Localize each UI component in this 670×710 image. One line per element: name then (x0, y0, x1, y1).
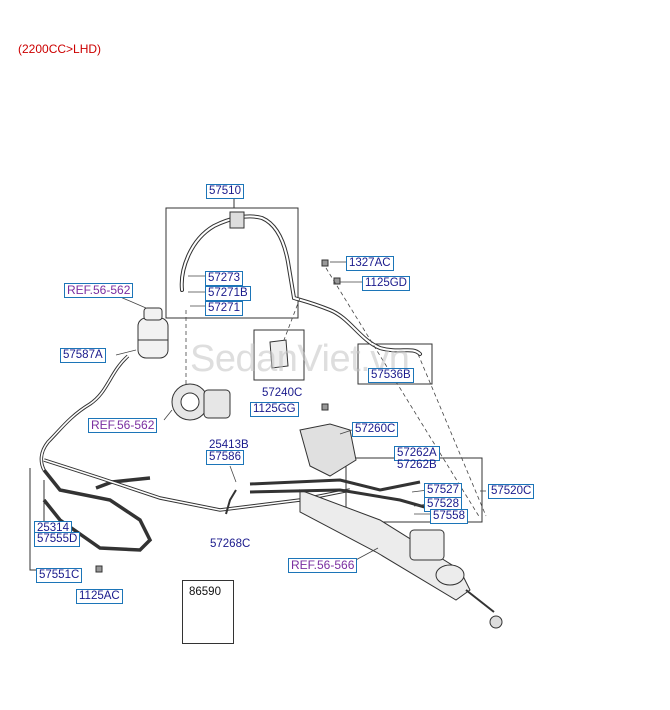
variant-label: (2200CC>LHD) (18, 42, 102, 56)
ref-56-566[interactable]: REF.56-566 (288, 558, 358, 573)
part-57586-label[interactable]: 57586 (206, 450, 244, 465)
part-57271b-label[interactable]: 57271B (205, 286, 251, 301)
hose-collar (229, 211, 245, 229)
ref-56-562-bottom[interactable]: REF.56-562 (88, 418, 158, 433)
tube-group-frame (357, 343, 433, 385)
heat-shield (299, 423, 357, 477)
part-57510-label[interactable]: 57510 (206, 184, 244, 199)
part-1125gg-label[interactable]: 1125GG (250, 402, 299, 417)
steering-pump (171, 383, 231, 421)
ref-56-562-top[interactable]: REF.56-562 (64, 283, 134, 298)
bracket-group-frame (253, 329, 305, 381)
part-57262b-label[interactable]: 57262B (397, 459, 437, 471)
part-1327ac-label[interactable]: 1327AC (346, 256, 394, 271)
part-57528-label[interactable]: 57528 (424, 497, 462, 512)
part-57558-label[interactable]: 57558 (430, 509, 468, 524)
part-57520c-label[interactable]: 57520C (488, 484, 535, 499)
part-57240c-label[interactable]: 57240C (262, 387, 303, 399)
part-57268c-label[interactable]: 57268C (210, 538, 251, 550)
part-57536b-label[interactable]: 57536B (368, 368, 414, 383)
part-1125ac-label[interactable]: 1125AC (76, 589, 123, 604)
part-1125gd-label[interactable]: 1125GD (362, 276, 410, 291)
part-57527-label[interactable]: 57527 (424, 483, 462, 498)
steering-gear (299, 489, 471, 601)
part-57273-label[interactable]: 57273 (205, 271, 243, 286)
part-57555d-label[interactable]: 57555D (34, 532, 81, 547)
part-57262a-label[interactable]: 57262A (394, 446, 440, 461)
part-86590-box: 86590 (182, 580, 234, 644)
part-86590-label[interactable]: 86590 (189, 586, 221, 598)
part-57551c-label[interactable]: 57551C (36, 568, 83, 583)
hose-group-frame (165, 207, 299, 319)
reservoir (137, 307, 169, 359)
gear-tubes (249, 478, 429, 510)
part-25413b-label[interactable]: 25413B (209, 439, 249, 451)
part-57587a-label[interactable]: 57587A (60, 348, 106, 363)
tie-rod-end (489, 615, 503, 629)
part-57271-label[interactable]: 57271 (205, 301, 243, 316)
hose-bracket (269, 339, 289, 369)
part-57260c-label[interactable]: 57260C (352, 422, 399, 437)
